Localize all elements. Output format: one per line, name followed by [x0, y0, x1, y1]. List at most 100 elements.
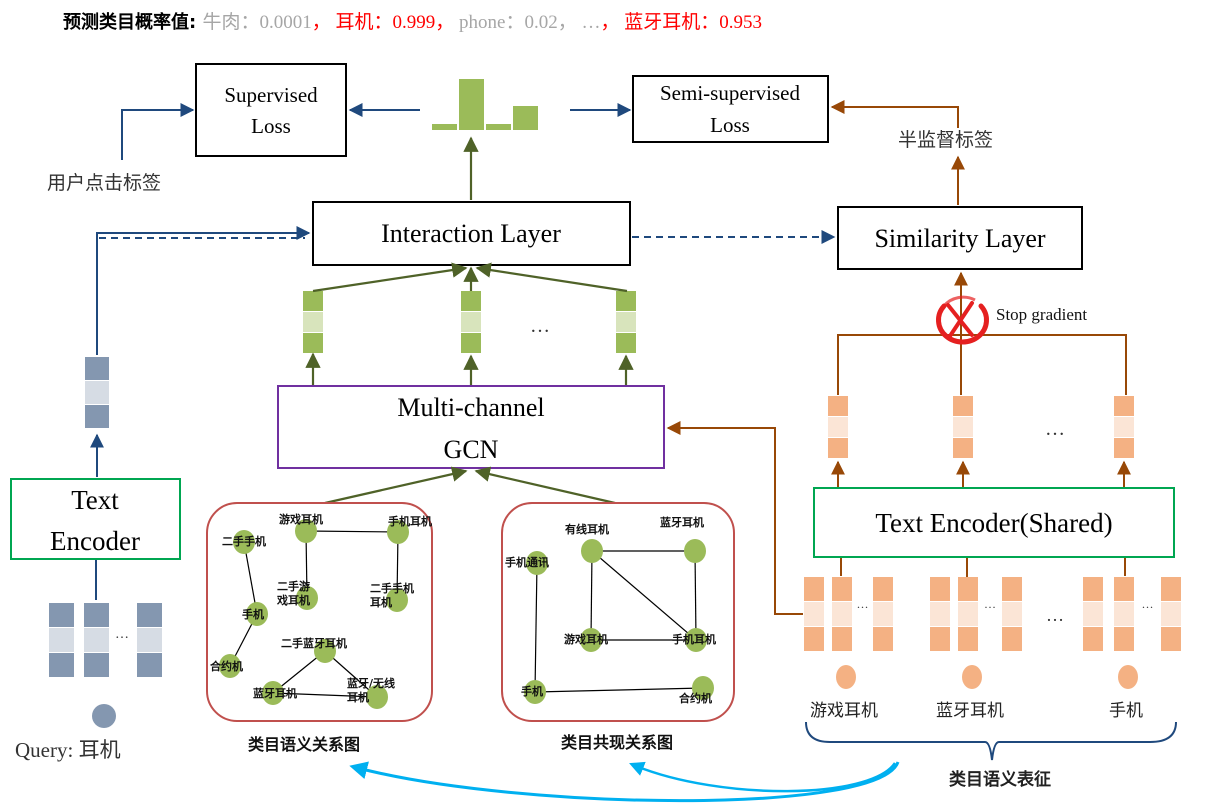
text-encoder-shared-label: Text Encoder(Shared)	[875, 508, 1112, 538]
gcn-output-vectors	[303, 291, 636, 353]
category-token-group: …蓝牙耳机	[930, 577, 1022, 721]
category-label: 蓝牙耳机	[936, 701, 1004, 721]
graph-node	[526, 551, 548, 575]
gcn-output-vector	[616, 291, 636, 353]
query-node	[92, 704, 116, 728]
semantic-graph-title: 类目语义关系图	[248, 735, 360, 754]
text-encoder-shared-box: Text Encoder(Shared)	[813, 487, 1175, 558]
arrow-category-repr-to-gcn	[666, 421, 803, 615]
header-prefix: 预测类目概率值:	[63, 11, 202, 33]
user-click-label: 用户点击标签	[47, 172, 161, 194]
query-token-vector	[49, 603, 74, 677]
gcn-vector-ellipsis: …	[530, 315, 550, 337]
query-vector	[85, 357, 109, 428]
probability-bar	[486, 124, 511, 130]
graph-edge	[272, 692, 378, 698]
category-label: 游戏耳机	[810, 701, 878, 721]
arrow-cooccur-graph-to-gcn	[474, 466, 616, 505]
category-token-vector	[1002, 577, 1022, 651]
graph-node-label: 二手手机	[222, 534, 266, 548]
arrow-query-to-interaction	[96, 226, 311, 355]
header-prob-item: 牛肉：0.0001	[202, 11, 311, 33]
cooccurrence-graph-title: 类目共现关系图	[561, 733, 673, 752]
interaction-layer-box: Interaction Layer	[312, 201, 631, 266]
graph-node-label: 二手游	[277, 579, 310, 593]
graph-node	[314, 639, 336, 663]
category-token-vector	[1161, 577, 1181, 651]
arrow-gcn-vector3-to-interaction	[475, 262, 628, 293]
header-prob-item: phone：0.02	[459, 12, 558, 33]
gcn-output-vector	[461, 291, 481, 353]
supervised-loss-line1: Supervised	[224, 83, 318, 107]
graph-node-label: 耳机	[347, 690, 369, 704]
category-output-vector	[1114, 396, 1134, 458]
graph-edge	[534, 687, 704, 693]
arrow-user-click-label	[121, 103, 195, 160]
category-token-vector	[1114, 577, 1134, 651]
graph-node-label: 合约机	[679, 691, 712, 705]
query-embedding-vector	[85, 357, 109, 428]
query-token-ellipsis: …	[115, 627, 129, 642]
category-token-vector	[832, 577, 852, 651]
query-token-vector	[137, 603, 162, 677]
graph-node	[386, 588, 408, 612]
graph-edge	[591, 550, 697, 641]
category-label: 手机	[1109, 701, 1143, 721]
gcn-line1: Multi-channel	[397, 393, 544, 422]
query-token-embeddings	[49, 603, 162, 677]
graph-node-label: 耳机	[370, 595, 392, 609]
semi-supervised-loss-line2: Loss	[710, 113, 750, 137]
arrow-gcn-vector1-to-interaction	[312, 262, 468, 293]
graph-node	[684, 539, 706, 563]
category-token-vector	[958, 577, 978, 651]
graph-edge	[305, 530, 399, 533]
arrow-semantic-graph-to-gcn	[324, 466, 468, 505]
graph-node-label: 二手蓝牙耳机	[281, 636, 347, 650]
semi-supervised-loss-box: Semi-supervised Loss	[632, 75, 829, 143]
text-encoder-line1: Text	[71, 485, 119, 515]
graph-node	[692, 676, 714, 700]
graph-edge	[324, 650, 378, 698]
graph-node-label: 游戏耳机	[564, 632, 608, 646]
similarity-layer-box: Similarity Layer	[837, 206, 1083, 270]
category-token-embeddings: …游戏耳机…蓝牙耳机…手机	[804, 577, 1181, 721]
cooccurrence-relation-graph: 有线耳机蓝牙耳机手机通讯游戏耳机手机耳机手机合约机 类目共现关系图	[501, 502, 735, 752]
graph-node-label: 蓝牙耳机	[660, 515, 704, 529]
category-vectors-bracket-line	[837, 334, 1127, 395]
graph-node-label: 二手手机	[370, 581, 414, 595]
graph-node-label: 手机耳机	[672, 632, 716, 646]
header-prob-item: 蓝牙耳机：0.953	[624, 11, 762, 33]
graph-node-label: 合约机	[210, 659, 243, 673]
multi-channel-gcn-box: Multi-channel GCN	[277, 385, 665, 469]
category-token-vector	[804, 577, 824, 651]
category-token-vector	[930, 577, 950, 651]
query-token-vector	[84, 603, 109, 677]
graph-node	[295, 519, 317, 543]
graph-node-label: 蓝牙耳机	[253, 686, 297, 700]
semantic-relation-graph: 游戏耳机手机耳机二手手机二手游戏耳机二手手机耳机手机二手蓝牙耳机合约机蓝牙耳机蓝…	[206, 502, 433, 754]
category-output-vectors	[828, 396, 1134, 458]
gcn-output-vector	[303, 291, 323, 353]
graph-node-label: 有线耳机	[565, 522, 609, 536]
category-vector-ellipsis: …	[1045, 418, 1065, 440]
arc-to-semantic-graph	[349, 761, 900, 803]
probability-bar	[513, 106, 538, 130]
category-token-vector	[873, 577, 893, 651]
category-node	[1118, 665, 1138, 689]
graph-edge	[590, 550, 593, 641]
graph-node	[246, 602, 268, 626]
graph-node	[366, 685, 388, 709]
header-prob-item: …	[581, 12, 600, 33]
semi-supervised-label: 半监督标签	[898, 129, 993, 151]
graph-node	[387, 520, 409, 544]
similarity-layer-label: Similarity Layer	[874, 224, 1045, 253]
query-label: Query: 耳机	[15, 738, 121, 762]
graph-node	[581, 539, 603, 563]
graph-node-label: 手机	[521, 684, 543, 698]
graph-node	[580, 628, 602, 652]
graph-node	[219, 654, 241, 678]
predicted-category-probabilities: 预测类目概率值: 牛肉：0.0001， 耳机：0.999， phone：0.02…	[63, 11, 762, 33]
arc-to-cooccurrence-graph	[629, 761, 897, 793]
category-token-ellipsis: …	[1142, 597, 1154, 611]
